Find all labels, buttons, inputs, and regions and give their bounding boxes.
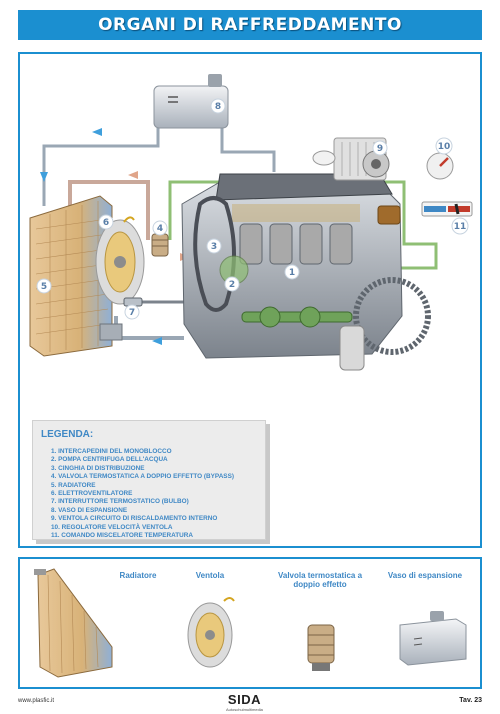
plate-number: Tav. 23: [459, 697, 482, 704]
page-title: ORGANI DI RAFFREDDAMENTO: [98, 15, 402, 35]
callout-4: 4: [152, 220, 168, 236]
crankshaft: [241, 306, 353, 328]
distributor: [377, 205, 401, 225]
legend-heading: LEGENDA:: [41, 429, 94, 440]
callout-5: 5: [36, 278, 52, 294]
thermostatic-valve: [151, 233, 169, 257]
callout-6: 6: [98, 214, 114, 230]
mixer-cold-zone: [424, 206, 446, 212]
svg-text:11: 11: [454, 222, 467, 232]
components-illustrations: [34, 568, 467, 678]
cylinders: [239, 223, 353, 265]
page-title-banner: ORGANI DI RAFFREDDAMENTO: [18, 10, 482, 40]
legend-item: 9. VENTOLA CIRCUITO DI RISCALDAMENTO INT…: [51, 515, 218, 523]
legend-item: 2. POMPA CENTRIFUGA DELL'ACQUA: [51, 456, 168, 464]
legend-item: 6. ELETTROVENTILATORE: [51, 490, 133, 498]
svg-text:6: 6: [103, 218, 109, 228]
callout-2: 2: [224, 276, 240, 292]
legend-item: 8. VASO DI ESPANSIONE: [51, 506, 128, 514]
timing-belt: [193, 196, 236, 312]
flow-arrow: [152, 337, 162, 345]
footer-website: www.plasfic.it: [18, 698, 55, 704]
water-jacket: [232, 204, 360, 222]
cooling-system-diagram: 1 2 3 4 5 6 7 8 9 10 11: [29, 74, 473, 371]
flow-arrow: [92, 128, 102, 136]
flow-arrow: [40, 172, 48, 182]
svg-text:1: 1: [289, 268, 295, 278]
radiator-bottom-hose: [114, 316, 184, 340]
expansion-tank-cap: [208, 74, 222, 87]
legend-list: 1. INTERCAPEDINI DEL MONOBLOCCO 2. POMPA…: [41, 448, 257, 540]
legend-item: 7. INTERRUTTORE TERMOSTATICO (BULBO): [51, 498, 189, 506]
fan-wire: [123, 216, 135, 223]
svg-text:5: 5: [41, 282, 47, 292]
radiator-thumbnail: [34, 568, 113, 678]
svg-text:10: 10: [438, 142, 451, 152]
legend-item: 4. VALVOLA TERMOSTATICA A DOPPIO EFFETTO…: [51, 473, 234, 481]
valve-thumbnail: [307, 624, 335, 671]
heater-fan-motor: [312, 150, 336, 166]
label-fan: Ventola: [195, 571, 225, 580]
radiator-bottom-tank: [99, 323, 123, 341]
svg-text:2: 2: [229, 280, 235, 290]
temperature-mixer-control: [421, 201, 473, 217]
callout-9: 9: [372, 140, 388, 156]
electric-fan-hub: [114, 256, 126, 268]
legend-item: 10. REGOLATORE VELOCITÀ VENTOLA: [51, 523, 173, 531]
svg-text:9: 9: [377, 144, 383, 154]
svg-text:8: 8: [215, 102, 221, 112]
callout-8: 8: [210, 98, 226, 114]
label-valve: Valvola termostatica a doppio effetto: [277, 571, 363, 589]
brand-subtitle: Autoschulmultimedia: [226, 707, 263, 712]
label-expansion-tank: Vaso di espansione: [387, 571, 463, 580]
legend-item: 11. COMANDO MISCELATORE TEMPERATURA: [51, 532, 194, 540]
oil-filter: [339, 325, 365, 371]
mixer-lever: [454, 203, 460, 215]
expansion-tank-feed-pipe: [220, 126, 276, 172]
svg-text:3: 3: [211, 242, 217, 252]
label-radiator: Radiatore: [119, 571, 157, 580]
components-panel: Radiatore Ventola Valvola termostatica a…: [18, 557, 482, 689]
callout-11: 11: [451, 217, 469, 235]
expansion-tank-return-pipe: [42, 126, 160, 206]
callout-3: 3: [206, 238, 222, 254]
flow-arrow: [128, 171, 138, 179]
legend-box: LEGENDA: 1. INTERCAPEDINI DEL MONOBLOCCO…: [32, 420, 266, 540]
main-diagram-panel: 1 2 3 4 5 6 7 8 9 10 11 LEGENDA: 1. INTE…: [18, 52, 482, 548]
footer-brand: SIDA Autoschulmultimedia: [226, 692, 263, 712]
brand-logo: SIDA: [227, 692, 261, 707]
callout-1: 1: [284, 264, 300, 280]
radiator-top-hose: [68, 180, 150, 240]
flywheel: [353, 277, 431, 355]
callout-10: 10: [435, 137, 453, 155]
legend-item: 3. CINGHIA DI DISTRIBUZIONE: [51, 464, 145, 472]
callout-7: 7: [124, 304, 140, 320]
svg-text:4: 4: [157, 224, 163, 234]
mixer-hot-zone: [448, 206, 470, 212]
fan-thumbnail: [187, 597, 235, 668]
svg-text:7: 7: [129, 308, 135, 318]
expansion-tank-thumbnail: [399, 611, 467, 666]
fan-speed-knob-pointer: [439, 157, 449, 167]
heater-return-pipe: [384, 180, 438, 270]
legend-item: 5. RADIATORE: [51, 481, 96, 489]
heater-fan-hub: [371, 159, 381, 169]
legend-item: 1. INTERCAPEDINI DEL MONOBLOCCO: [51, 448, 172, 455]
